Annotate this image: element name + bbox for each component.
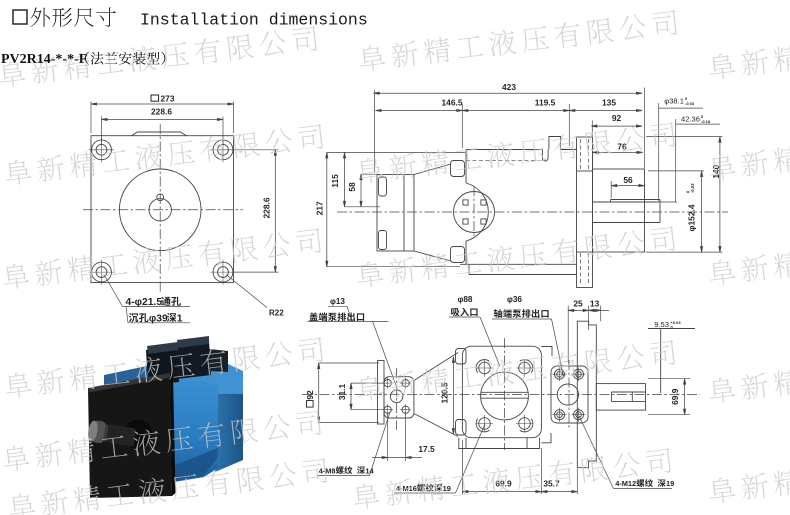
svg-text:φ39: φ39	[149, 313, 168, 324]
svg-text:31.1: 31.1	[337, 384, 347, 401]
svg-text:228.6: 228.6	[262, 197, 272, 218]
svg-text:0: 0	[671, 324, 674, 329]
svg-text:4-φ21.5: 4-φ21.5	[126, 297, 163, 308]
svg-text:φ88: φ88	[458, 295, 473, 304]
svg-text:φ38.1: φ38.1	[664, 96, 684, 105]
svg-text:423: 423	[502, 82, 516, 92]
svg-text:140: 140	[711, 164, 721, 178]
svg-text:42.36: 42.36	[681, 114, 700, 123]
svg-text:φ36: φ36	[507, 295, 522, 304]
svg-text:35.7: 35.7	[543, 478, 560, 488]
svg-text:273: 273	[161, 94, 175, 104]
svg-text:92: 92	[305, 390, 315, 400]
svg-text:135: 135	[602, 97, 616, 107]
svg-text:19: 19	[443, 484, 451, 493]
svg-text:217: 217	[315, 201, 325, 215]
svg-text:1: 1	[177, 313, 183, 324]
svg-text:0: 0	[701, 114, 704, 119]
svg-text:-0.03: -0.03	[685, 101, 695, 106]
svg-text:PV2R14-*-*-F: PV2R14-*-*-F	[1, 52, 87, 67]
svg-text:25: 25	[573, 299, 583, 309]
svg-text:120.5: 120.5	[440, 382, 450, 403]
svg-text:58: 58	[347, 182, 357, 192]
svg-text:4-M8: 4-M8	[319, 466, 336, 475]
svg-text:-0.18: -0.18	[701, 119, 711, 124]
svg-text:119.5: 119.5	[535, 97, 556, 107]
svg-text:146.5: 146.5	[442, 97, 463, 107]
svg-text:φ152.4: φ152.4	[687, 204, 697, 231]
svg-text:69.9: 69.9	[495, 478, 512, 488]
svg-text:17.5: 17.5	[418, 444, 435, 454]
svg-text:228.6: 228.6	[151, 107, 172, 117]
svg-text:Installation dimensions: Installation dimensions	[140, 11, 368, 30]
svg-text:-0.03: -0.03	[690, 183, 695, 193]
svg-text:19: 19	[666, 479, 674, 488]
svg-text:92: 92	[612, 113, 622, 123]
svg-text:69.9: 69.9	[670, 388, 680, 405]
svg-text:0: 0	[685, 96, 688, 101]
svg-text:9.53: 9.53	[654, 320, 669, 329]
svg-text:R22: R22	[269, 309, 284, 318]
svg-text:+0.03: +0.03	[671, 320, 682, 325]
svg-text:14: 14	[365, 466, 374, 475]
svg-text:4-M12: 4-M12	[615, 479, 636, 488]
svg-text:13: 13	[590, 299, 600, 309]
svg-text:φ13: φ13	[330, 297, 345, 306]
svg-text:0: 0	[686, 190, 691, 193]
svg-text:56: 56	[623, 175, 633, 185]
svg-text:115: 115	[330, 174, 340, 188]
svg-text:76: 76	[617, 142, 627, 152]
